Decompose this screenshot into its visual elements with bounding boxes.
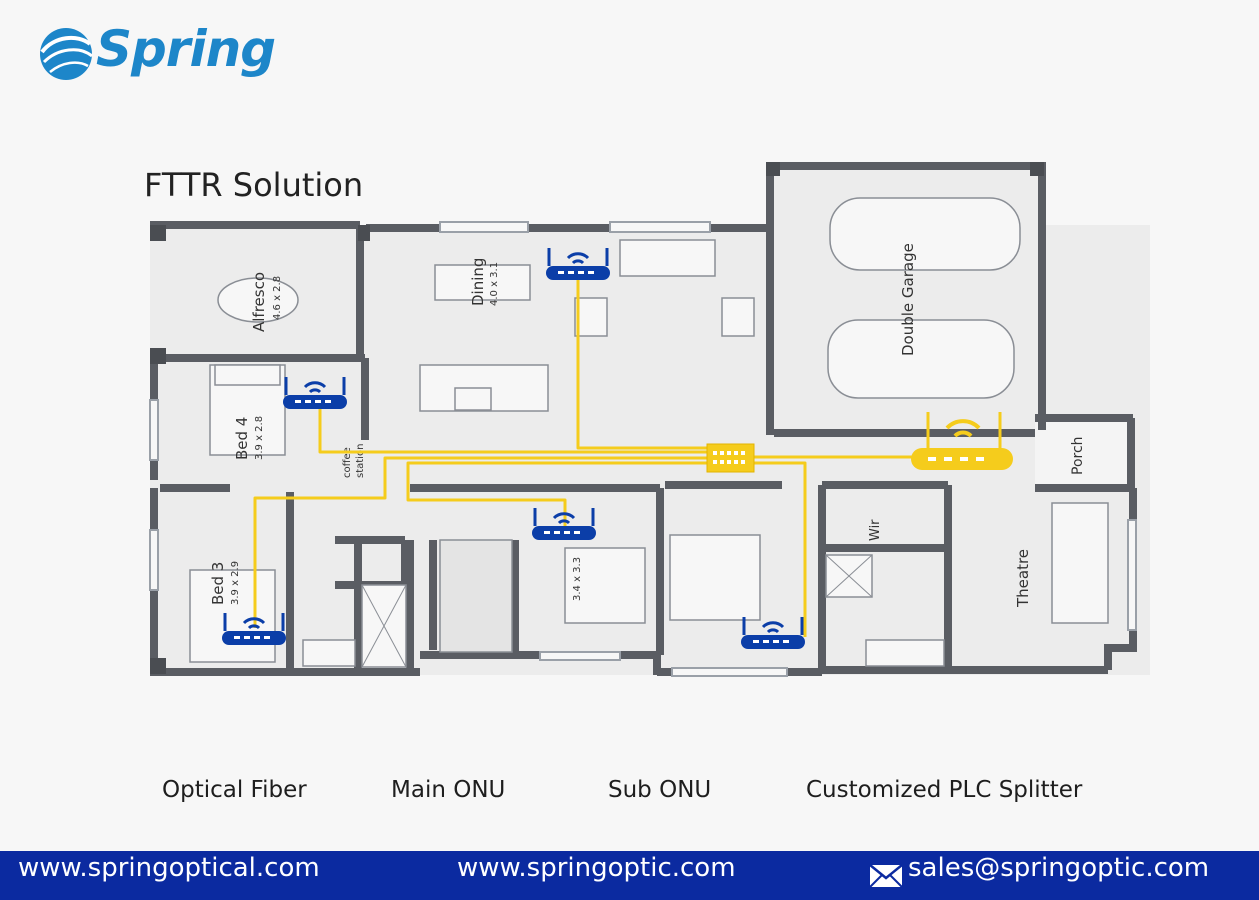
room-bed4-name: Bed 4 bbox=[233, 417, 251, 460]
sub-onu-bed4 bbox=[283, 377, 347, 409]
sub-onu-bed2 bbox=[741, 617, 805, 649]
footer-email-link[interactable]: sales@springoptic.com bbox=[908, 853, 1210, 883]
room-alfresco-name: Alfresco bbox=[250, 272, 268, 332]
walls bbox=[150, 162, 1137, 676]
wall-columns bbox=[150, 162, 1044, 674]
footer-site1-link[interactable]: www.springoptical.com bbox=[18, 853, 320, 883]
page-title: FTTR Solution bbox=[144, 166, 364, 204]
porch-floor bbox=[1035, 418, 1133, 488]
room-alfresco-size: 4.6 x 2.8 bbox=[272, 276, 283, 320]
brand-logo bbox=[40, 28, 93, 80]
room-coffee-line2: station bbox=[355, 444, 366, 478]
room-dining-name: Dining bbox=[469, 258, 487, 306]
footer-bar bbox=[0, 851, 1259, 900]
main-onu-icon bbox=[911, 419, 1013, 470]
brand-name: Spring bbox=[96, 20, 276, 78]
room-bed3-name: Bed 3 bbox=[209, 562, 227, 605]
furniture bbox=[189, 197, 1109, 668]
room-dining-size: 4.0 x 3.1 bbox=[489, 262, 500, 306]
room-labels: Alfresco 4.6 x 2.8 Dining 4.0 x 3.1 Doub… bbox=[209, 243, 1086, 608]
room-master-size: 3.4 x 3.3 bbox=[572, 557, 583, 601]
mail-icon bbox=[869, 864, 903, 888]
sub-onu-bed3 bbox=[222, 613, 286, 645]
room-wir-name: Wir bbox=[868, 519, 883, 541]
sub-onu-dining bbox=[546, 248, 610, 280]
shower-cross bbox=[361, 554, 873, 668]
room-garage-name: Double Garage bbox=[899, 243, 917, 356]
sub-onu-master bbox=[532, 508, 596, 540]
footer-site2-link[interactable]: www.springoptic.com bbox=[457, 853, 736, 883]
room-bed3-size: 3.9 x 2.9 bbox=[230, 561, 241, 605]
legend-splitter-label: Customized PLC Splitter bbox=[806, 777, 1083, 803]
legend-fiber-label: Optical Fiber bbox=[162, 777, 307, 803]
floor-plan: Alfresco 4.6 x 2.8 Dining 4.0 x 3.1 Doub… bbox=[149, 162, 1150, 677]
room-bed4-size: 3.9 x 2.8 bbox=[254, 416, 265, 460]
legend-main-onu-label: Main ONU bbox=[391, 777, 506, 803]
plc-splitter-icon bbox=[706, 443, 755, 473]
legend-sub-onu-label: Sub ONU bbox=[608, 777, 712, 803]
optical-fiber-lines bbox=[253, 278, 1002, 637]
windows bbox=[149, 221, 1137, 677]
room-theatre-name: Theatre bbox=[1014, 549, 1032, 608]
swirl-logo-icon bbox=[40, 28, 93, 80]
room-porch-name: Porch bbox=[1070, 436, 1086, 475]
room-coffee-line1: coffee bbox=[342, 447, 353, 478]
